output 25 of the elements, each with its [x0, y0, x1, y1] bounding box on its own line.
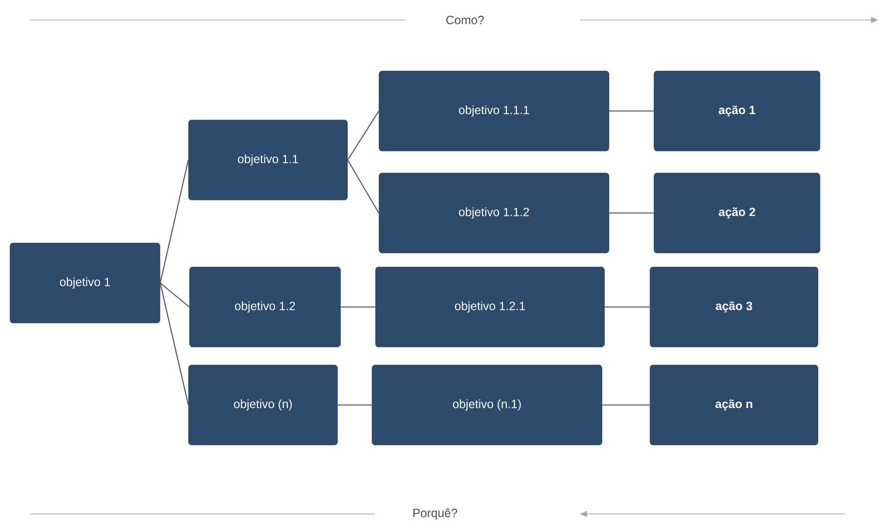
action-box: ação 2	[654, 172, 820, 254]
connector-line	[609, 212, 654, 214]
connector-line	[347, 160, 380, 214]
connector-line	[340, 306, 376, 308]
objective-box: objetivo 1.1	[188, 120, 348, 200]
connector-line	[160, 160, 189, 284]
objective-box: objetivo (n)	[188, 364, 338, 446]
connector-line	[604, 306, 650, 308]
objective-box: objetivo 1.2.1	[375, 266, 605, 348]
direction-label: Como?	[446, 16, 484, 24]
action-box: ação 3	[650, 266, 818, 348]
objective-box: objetivo (n.1)	[372, 364, 602, 446]
action-box: ação 1	[654, 70, 820, 152]
connector-line	[609, 110, 654, 112]
connector-line	[338, 404, 372, 406]
connector-line	[160, 282, 189, 406]
connector-line	[602, 404, 650, 406]
objective-box: objetivo 1	[10, 242, 160, 324]
connector-line	[160, 282, 190, 308]
objective-box: objetivo 1.1.1	[378, 70, 610, 152]
action-box: ação n	[650, 364, 818, 446]
direction-label: Porquê?	[413, 508, 458, 520]
connector-line	[347, 110, 380, 160]
objective-box: objetivo 1.1.2	[378, 172, 610, 254]
objective-box: objetivo 1.2	[189, 266, 341, 348]
